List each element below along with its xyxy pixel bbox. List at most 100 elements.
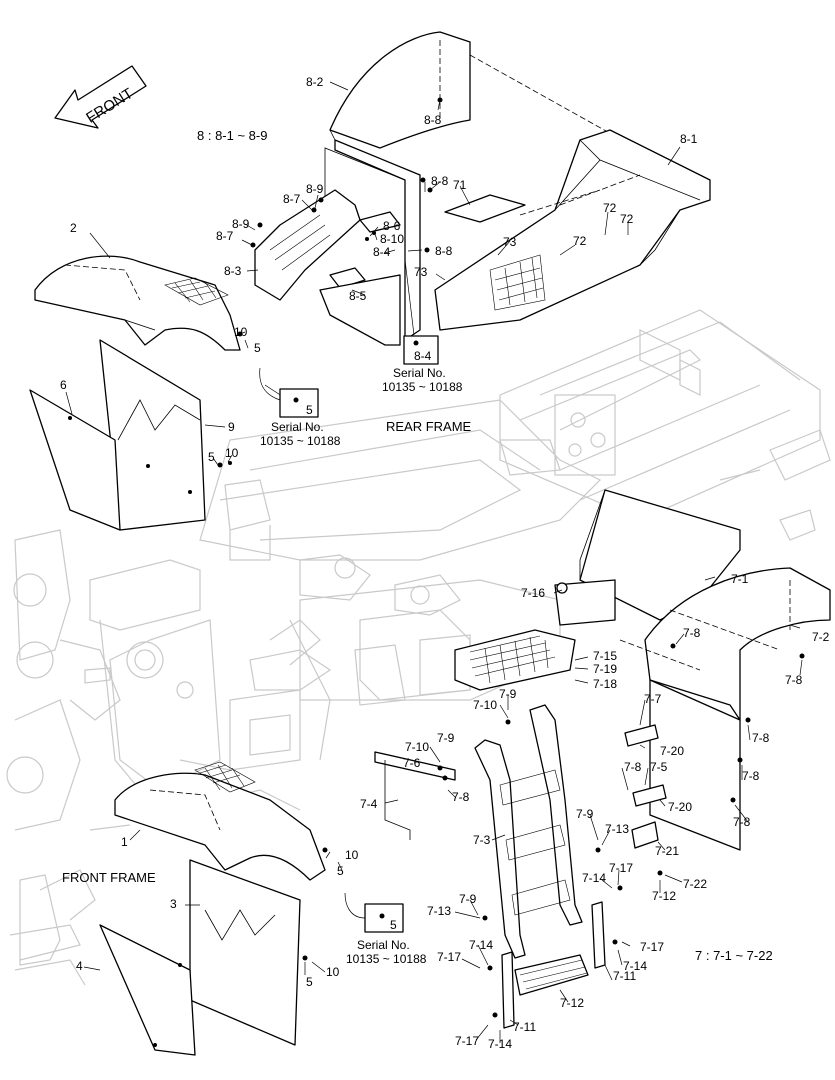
callout-label: 7-3 [473,833,491,847]
callout-label: 7-12 [652,889,676,903]
serial-box-8-4: 8-4 Serial No. 10135 ~ 10188 [382,335,463,394]
callout-label: 7-6 [403,756,421,770]
callout-label: 7-15 [593,649,617,663]
callout-label: 72 [620,212,634,226]
callout-label: 7-20 [668,800,692,814]
callout-label: 5 [337,864,344,878]
callout-label: 7-8 [785,673,803,687]
callout-label: 7-5 [650,760,668,774]
callout-label: 7-8 [624,760,642,774]
callout-label: 8-7 [216,229,234,243]
callout-label: 7-14 [623,959,647,973]
callout-label: 7-14 [582,871,606,885]
callout-label: 8-9 [232,217,250,231]
serial-box-line2: 10135 ~ 10188 [260,434,341,448]
callout-label: 73 [503,235,517,249]
callout-label: 7-10 [405,740,429,754]
callout-label: 8-1 [680,132,698,146]
callout-label: 9 [228,420,235,434]
callout-label: 7-17 [609,861,633,875]
front-direction-arrow: FRONT [54,65,147,129]
callout-label: 7-8 [733,815,751,829]
callout-label: 7-10 [473,698,497,712]
right-step-assembly [374,489,831,1029]
serial-box-part: 5 [306,403,313,417]
callout-label: 7-4 [360,797,378,811]
callout-label: 8-10 [380,232,404,246]
serial-box-5-upper: 5 Serial No. 10135 ~ 10188 [259,367,341,448]
callout-label: 7-8 [752,731,770,745]
callout-label: 5 [306,975,313,989]
callout-label: 7-11 [613,969,636,983]
chassis-frame [6,309,831,986]
callout-label: 10 [326,965,340,979]
serial-box-line1: Serial No. [393,366,446,380]
leader-lines [65,81,803,1043]
serial-box-line2: 10135 ~ 10188 [382,380,463,394]
callout-label: 5 [208,450,215,464]
callout-label: 7-16 [521,586,545,600]
upper-left-fender [29,255,243,531]
rear-fender-assembly [250,31,711,349]
callout-label: 7-14 [469,938,493,952]
callout-label: 72 [603,201,617,215]
callout-label: 8-6 [383,219,401,233]
callout-label: 5 [254,341,261,355]
callout-label: 72 [573,234,587,248]
callout-label: 7-8 [683,626,701,640]
callout-label: 7-17 [455,1034,479,1048]
callout-label: 7-22 [683,877,707,891]
callout-label: 7-13 [605,822,629,836]
callout-labels: 8 : 8-1 ~ 8-9 7 : 7-1 ~ 7-22 REAR FRAME … [60,75,830,1051]
callout-label: 8-8 [424,113,442,127]
callout-label: 7-8 [452,790,470,804]
callout-label: 7-9 [437,731,455,745]
callout-label: 7-19 [593,662,617,676]
group-7-label: 7 : 7-1 ~ 7-22 [695,948,773,963]
callout-label: 7-8 [742,769,760,783]
lower-left-fender [99,761,328,1056]
callout-label: 8-5 [349,289,367,303]
callout-label: 8-9 [306,182,324,196]
callout-label: 7-7 [644,692,662,706]
callout-label: 8-7 [283,192,301,206]
group-8-label: 8 : 8-1 ~ 8-9 [197,128,267,143]
callout-label: 7-11 [513,1020,536,1034]
serial-box-line1: Serial No. [357,938,410,952]
callout-label: 8-4 [373,245,391,259]
callout-label: 3 [170,897,177,911]
callout-label: 7-18 [593,677,617,691]
callout-label: 7-21 [655,844,679,858]
callout-label: 7-12 [560,996,584,1010]
serial-box-line1: Serial No. [271,420,324,434]
callout-label: 10 [345,848,359,862]
callout-label: 10 [225,446,239,460]
callout-label: 7-14 [488,1037,512,1051]
rear-frame-label: REAR FRAME [386,419,472,434]
callout-label: 7-17 [437,950,461,964]
callout-label: 4 [76,959,83,973]
callout-label: 7-17 [640,940,664,954]
callout-label: 7-1 [731,572,749,586]
callout-label: 2 [70,221,77,235]
callout-label: 8-3 [224,264,242,278]
callout-label: 8-2 [306,75,324,89]
front-frame-label: FRONT FRAME [62,870,156,885]
callout-label: 7-9 [576,807,594,821]
serial-box-line2: 10135 ~ 10188 [346,952,427,966]
callout-label: 1 [121,835,128,849]
callout-label: 8-8 [431,174,449,188]
callout-label: 7-13 [427,904,451,918]
serial-box-5-lower: 5 Serial No. 10135 ~ 10188 [344,892,427,966]
callout-label: 73 [414,265,428,279]
callout-label: 7-2 [812,630,830,644]
serial-box-part: 5 [390,918,397,932]
callout-label: 10 [234,325,248,339]
callout-label: 7-20 [660,744,684,758]
callout-label: 8-8 [435,244,453,258]
serial-box-part: 8-4 [414,349,432,363]
callout-label: 7-9 [499,687,517,701]
callout-label: 71 [453,178,467,192]
callout-label: 6 [60,378,67,392]
